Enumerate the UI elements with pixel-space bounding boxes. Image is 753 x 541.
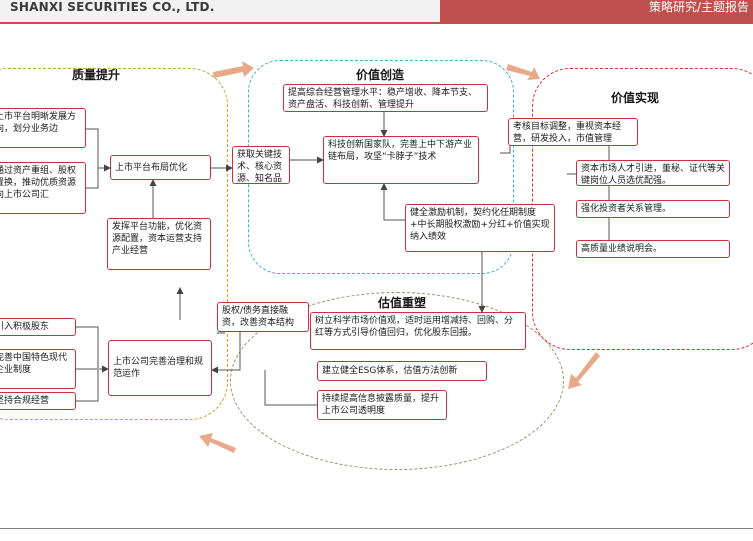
flow-arrow-3 [568, 352, 600, 389]
region-title-realize: 价值实现 [611, 91, 660, 105]
box-g4: 上市公司完善治理和规范运作 [108, 340, 212, 396]
box-c4: 健全激励机制，契约化任期制度+中长期股权激励+分红+价值实现纳入绩效 [405, 204, 555, 252]
box-q2: 通过资产重组、股权置换，推动优质资源向上市公司汇 [0, 162, 86, 214]
region-reshape [230, 292, 564, 470]
flow-arrow-4 [199, 433, 236, 453]
box-v1: 树立科学市场价值观，适时运用增减持、回购、分红等方式引导价值回归，优化股东回报。 [310, 312, 526, 350]
box-r3: 强化投资者关系管理。 [576, 200, 730, 218]
box-r2: 资本市场人才引进，董秘、证代等关键岗位人员选优配强。 [576, 160, 730, 186]
box-c3: 科技创新国家队，完善上中下游产业链布局，攻坚“卡脖子”技术 [323, 136, 479, 184]
footer-divider [0, 528, 753, 529]
connector-q2 [86, 164, 111, 189]
box-c2: 获取关键技术、核心资源、知名品牌 [232, 146, 290, 184]
box-q1: 上市平台明晰发展方向，划分业务边 [0, 108, 86, 148]
connector-g1 [76, 326, 99, 368]
box-r4: 高质量业绩说明会。 [576, 240, 730, 258]
box-c1: 提高综合经营管理水平：稳产增收、降本节支、资产盘活、科技创新、管理提升 [283, 84, 488, 112]
connector-v3 [264, 370, 317, 406]
box-g1: 引入积极股东 [0, 318, 76, 336]
box-q3: 上市平台布局优化 [110, 155, 211, 180]
connector-g3 [76, 370, 99, 402]
region-title-reshape: 估值重塑 [378, 296, 427, 310]
box-g3: 坚持合规经营 [0, 392, 76, 410]
flow-arrow-2 [506, 64, 540, 80]
box-g2: 完善中国特色现代企业制度 [0, 349, 76, 389]
region-title-quality: 质量提升 [72, 68, 121, 82]
header-left-band [0, 0, 440, 22]
box-r1: 考核目标调整，重视资本经营，研发投入，市值管理 [508, 118, 638, 146]
report-type: 策略研究/主题报告 [648, 0, 749, 14]
box-v2: 建立健全ESG体系，估值方法创新 [317, 361, 487, 381]
header-right-band [440, 0, 753, 22]
box-c5: 股权/债务直接融资，改善资本结构 [217, 302, 309, 332]
region-title-create: 价值创造 [356, 68, 405, 82]
connector-q1 [86, 128, 99, 168]
region-quality [0, 68, 228, 420]
header-divider [0, 22, 753, 24]
flow-arrow-1 [213, 61, 254, 78]
box-q4: 发挥平台功能，优化资源配置，资本运营支持产业经营 [107, 218, 211, 270]
connector-c4-c3 [380, 183, 405, 221]
company-name: SHANXI SECURITIES CO., LTD. [10, 0, 215, 14]
box-v3: 持续提高信息披露质量，提升上市公司透明度 [317, 390, 447, 420]
